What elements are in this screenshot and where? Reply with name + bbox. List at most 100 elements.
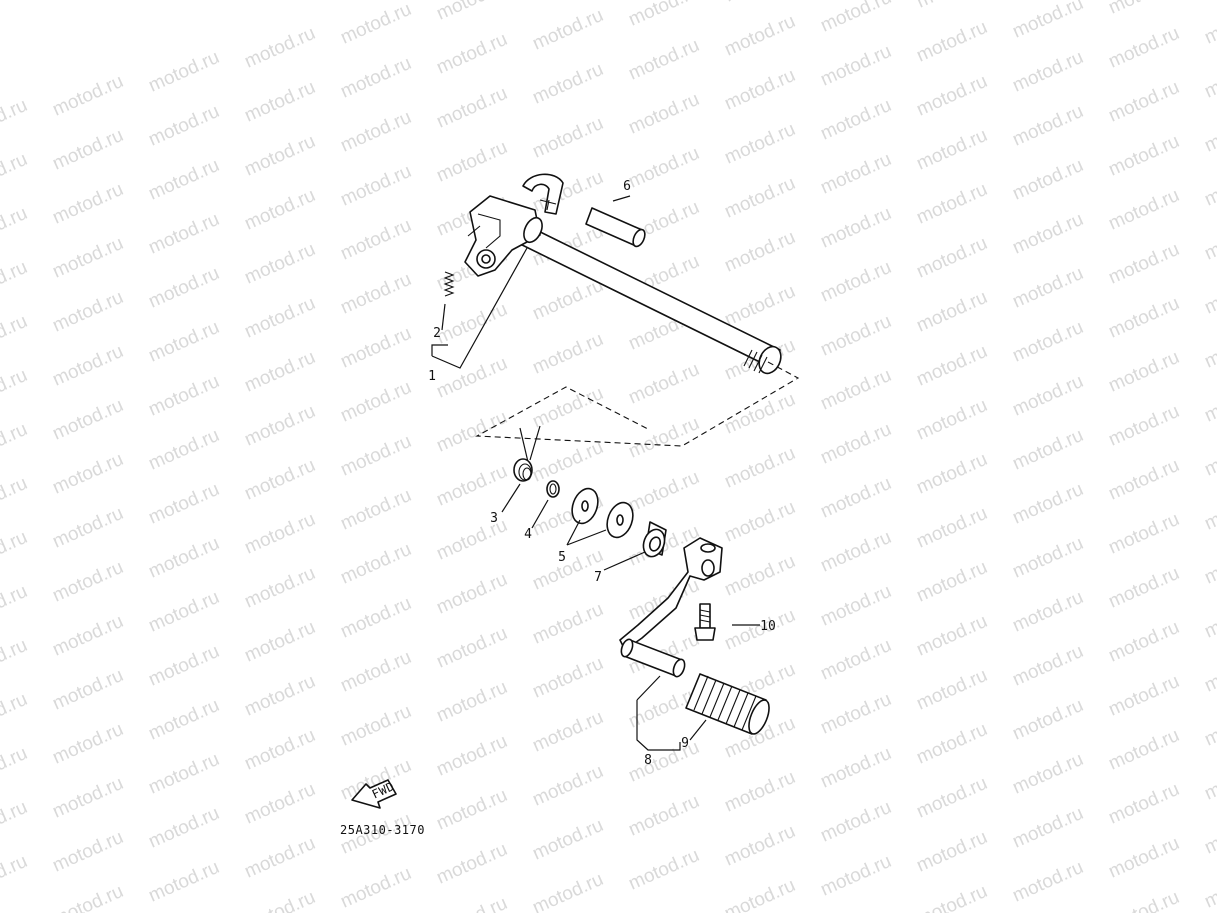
watermark-text: motod.ru [1009,317,1086,367]
watermark-text: motod.ru [817,527,894,577]
watermark-text: motod.ru [337,647,414,697]
watermark-text: motod.ru [529,707,606,757]
watermark-text: motod.ru [49,665,126,715]
watermark-text: motod.ru [721,875,798,913]
watermark-text: motod.ru [817,419,894,469]
callout-7: 7 [594,570,602,585]
watermark-text: motod.ru [337,377,414,427]
watermark-text: motod.ru [0,95,31,145]
watermark-text: motod.ru [1009,803,1086,853]
shift-shaft-assembly [464,173,782,375]
watermark-text: motod.ru [1201,0,1217,49]
watermark-text: motod.ru [913,827,990,877]
watermark-text: motod.ru [1201,809,1217,859]
callout-1: 1 [428,369,436,384]
watermark-text: motod.ru [337,107,414,157]
watermark-text: motod.ru [1105,887,1182,913]
watermark-text: motod.ru [1201,431,1217,481]
watermark-text: motod.ru [625,35,702,85]
watermark-text: motod.ru [913,233,990,283]
watermark-text: motod.ru [433,83,510,133]
watermark-text: motod.ru [721,497,798,547]
watermark-text: motod.ru [145,533,222,583]
watermark-text: motod.ru [913,719,990,769]
watermark-text: motod.ru [433,461,510,511]
watermark-text: motod.ru [529,59,606,109]
watermark-text: motod.ru [1201,593,1217,643]
watermark-text: motod.ru [145,587,222,637]
watermark-text: motod.ru [529,761,606,811]
watermark-text: motod.ru [0,797,31,847]
callout-5: 5 [558,550,566,565]
watermark-text: motod.ru [1201,539,1217,589]
watermark-text: motod.ru [721,389,798,439]
watermark-text: motod.ru [49,125,126,175]
watermark-text: motod.ru [913,71,990,121]
watermark-text: motod.ru [0,581,31,631]
watermark-text: motod.ru [913,557,990,607]
watermark-text: motod.ru [145,317,222,367]
watermark-text: motod.ru [241,185,318,235]
watermark-text: motod.ru [625,791,702,841]
watermark-text: motod.ru [1105,0,1182,19]
watermark-text: motod.ru [241,833,318,883]
watermark-text: motod.ru [817,743,894,793]
watermark-text: motod.ru [625,143,702,193]
leader-lines [431,195,760,751]
watermark-text: motod.ru [337,485,414,535]
watermark-text: motod.ru [241,401,318,451]
pin-part-6 [585,207,646,248]
watermark-text: motod.ru [721,173,798,223]
watermark-text: motod.ru [1105,563,1182,613]
watermark-text: motod.ru [49,449,126,499]
watermark-text: motod.ru [913,449,990,499]
watermark-text: motod.ru [241,455,318,505]
watermark-text: motod.ru [49,557,126,607]
watermark-text: motod.ru [433,839,510,889]
watermark-text: motod.ru [241,77,318,127]
watermark-text: motod.ru [817,635,894,685]
watermark-text: motod.ru [721,281,798,331]
watermark-text: motod.ru [817,95,894,145]
watermark-text: motod.ru [1201,701,1217,751]
watermark-text: motod.ru [145,425,222,475]
watermark-text: motod.ru [529,815,606,865]
watermark-text: motod.ru [1009,101,1086,151]
watermark-text: motod.ru [529,653,606,703]
watermark-text: motod.ru [1105,401,1182,451]
watermark-text: motod.ru [0,473,31,523]
watermark-text: motod.ru [913,17,990,67]
watermark-text: motod.ru [1105,455,1182,505]
torsion-spring-part-3 [513,425,541,482]
watermark-text: motod.ru [1009,371,1086,421]
watermark-text: motod.ru [625,413,702,463]
washers-part-5 [571,487,634,539]
watermark-text: motod.ru [817,203,894,253]
watermark-text: motod.ru [1009,479,1086,529]
watermark-text: motod.ru [817,365,894,415]
watermark-text: motod.ru [433,0,510,25]
watermark-text: motod.ru [1009,47,1086,97]
watermark-text: motod.ru [0,851,31,901]
watermark-text: motod.ru [337,53,414,103]
watermark-text: motod.ru [433,137,510,187]
pedal-rubber-part-9 [685,673,770,735]
watermark-text: motod.ru [337,539,414,589]
watermark-text: motod.ru [337,0,414,49]
callout-8: 8 [644,753,652,768]
watermark-text: motod.ru [49,179,126,229]
bolt-part-10 [694,603,716,641]
watermark-text: motod.ru [1201,269,1217,319]
watermark-text: motod.ru [1201,53,1217,103]
watermark-text: motod.ru [145,749,222,799]
watermark-text: motod.ru [0,743,31,793]
watermark-text: motod.ru [0,149,31,199]
watermark-text: motod.ru [0,527,31,577]
watermark-text: motod.ru [145,371,222,421]
watermark-text: motod.ru [1105,239,1182,289]
watermark-text: motod.ru [1201,215,1217,265]
watermark-text: motod.ru [337,215,414,265]
watermark-text: motod.ru [49,773,126,823]
watermark-text: motod.ru [49,341,126,391]
